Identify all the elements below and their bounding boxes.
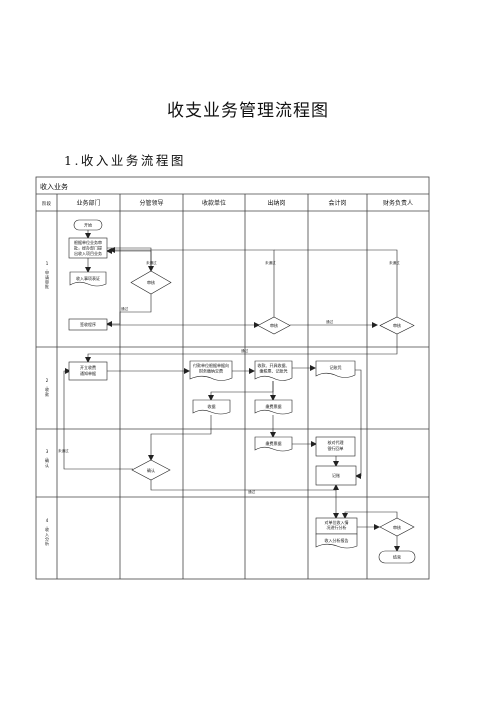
node-dec-final (379, 517, 415, 537)
edge-receipt-confirm (148, 415, 212, 461)
label-acc-check-2: 银行回单 (328, 445, 344, 451)
node-acc-check (315, 436, 356, 457)
label-dec-director: 审核 (393, 322, 401, 328)
phase-label-apply: 1.申请审批 (45, 261, 49, 289)
label-cashier-receive-1: 收款、开具收据、 (258, 362, 290, 368)
edge-apply-leader (107, 247, 154, 272)
node-sign-apply (68, 318, 108, 331)
node-cashier-ticket (254, 436, 293, 452)
label-doc-receipt: 收据 (208, 403, 216, 409)
label-apply-2: 批，经办部门提 (74, 245, 102, 251)
connectors (63, 230, 400, 552)
node-doc-plan (69, 271, 107, 287)
label-apply-1: 根据单位业务审 (74, 239, 102, 245)
edge-label-reject-cashier: 未通过 (265, 260, 276, 265)
page-title: 收支业务管理流程图 (167, 101, 329, 121)
node-apply (68, 237, 108, 259)
flowchart-header: 收入业务 (40, 182, 68, 191)
phase-label-confirm: 3.确认 (45, 449, 49, 468)
label-analysis-doc: 收入分析报告 (325, 537, 349, 543)
edge-label-pass-cashier: 通过 (326, 319, 334, 324)
label-dec-final: 审核 (393, 524, 401, 530)
column-header-cashier: 出纳岗 (267, 199, 285, 207)
section-heading: 1.收入业务流程图 (64, 153, 186, 168)
edge-cashier-receipt (208, 381, 274, 401)
label-issue-notice-1: 开立收费 (80, 364, 96, 370)
edge-label-pass-confirm: 通过 (248, 489, 256, 494)
edge-label-pass-director: 通过 (241, 348, 249, 353)
node-payer-pay (189, 360, 233, 381)
node-dec-cashier (257, 316, 291, 335)
column-header-payer: 收款单位 (202, 199, 226, 207)
label-cashier-ticket: 缴费票据 (266, 440, 282, 446)
node-acc-post (315, 465, 357, 486)
label-doc-ticket: 缴费票据 (266, 403, 282, 409)
edge-label-reject-leader: 未通过 (146, 260, 157, 265)
label-payer-pay-1: 付款单位根据单据向 (193, 362, 229, 368)
column-header-accountant: 会计岗 (328, 199, 346, 207)
node-analysis-doc (315, 533, 358, 549)
label-acc-record: 记账凭 (330, 364, 342, 370)
column-headers: 业务部门 分管领导 收款单位 出纳岗 会计岗 财务负责人 (76, 199, 413, 207)
edge-confirm-reject (63, 368, 133, 470)
label-dec-confirm: 确认 (147, 467, 155, 473)
node-issue-notice (68, 361, 108, 381)
node-labels: 开始 根据单位业务审 批，经办部门提 出收入项目业务 收入事项表证 审核 签收程… (74, 222, 401, 560)
edge-final-reject (342, 511, 398, 519)
node-end (378, 550, 416, 564)
label-start: 开始 (84, 222, 92, 228)
column-header-finance-director: 财务负责人 (383, 199, 413, 207)
label-cashier-receive-2: 缴税票、记账凭 (260, 368, 288, 374)
phase-labels: 1.申请审批 2.收款 3.确认 4.收入分析 (45, 261, 49, 546)
nodes (68, 219, 416, 564)
label-acc-post: 记账 (332, 472, 340, 478)
node-start (73, 219, 103, 231)
node-doc-ticket (254, 399, 293, 415)
label-dec-cashier: 审核 (270, 322, 278, 328)
label-payer-pay-2: 财务缴纳交费 (199, 368, 223, 374)
edge-label-reject-director: 未通过 (389, 260, 400, 265)
edge-label-reject-confirm: 未通过 (58, 448, 69, 453)
phase-label-collect: 2.收款 (45, 378, 49, 397)
corner-label: 阶段 (42, 200, 51, 207)
label-apply-3: 出收入项目业务 (74, 250, 102, 256)
label-analysis: 对单位收入情况进行分析 (325, 519, 349, 530)
edge-director-pass (85, 334, 398, 363)
node-dec-director (379, 316, 415, 335)
label-issue-notice-2: 通知单据 (80, 370, 96, 376)
phase-label-analysis: 4.收入分析 (45, 518, 49, 546)
edge-accrecord-post (355, 369, 362, 479)
column-header-business-dept: 业务部门 (76, 199, 100, 207)
label-doc-plan: 收入事项表证 (76, 275, 100, 281)
edge-director-reject (274, 249, 398, 317)
column-header-leader: 分管领导 (139, 199, 163, 207)
edge-leader-pass (106, 294, 152, 327)
node-doc-receipt (192, 399, 231, 415)
node-acc-record (315, 360, 356, 378)
edge-labels: 未通过 未通过 未通过 通过 通过 通过 未通过 通过 (58, 260, 400, 494)
edge-label-pass-leader: 通过 (121, 306, 129, 311)
label-end: 结束 (393, 554, 401, 560)
node-dec-leader (130, 270, 172, 295)
node-dec-confirm (131, 459, 171, 481)
label-dec-leader: 审核 (147, 279, 155, 285)
label-acc-check-1: 核对代理 (328, 439, 344, 445)
label-sign-apply: 签收程序 (80, 321, 96, 327)
edge-leader-reject (106, 248, 152, 271)
node-cashier-receive (254, 360, 293, 381)
swimlane-grid (35, 176, 430, 580)
